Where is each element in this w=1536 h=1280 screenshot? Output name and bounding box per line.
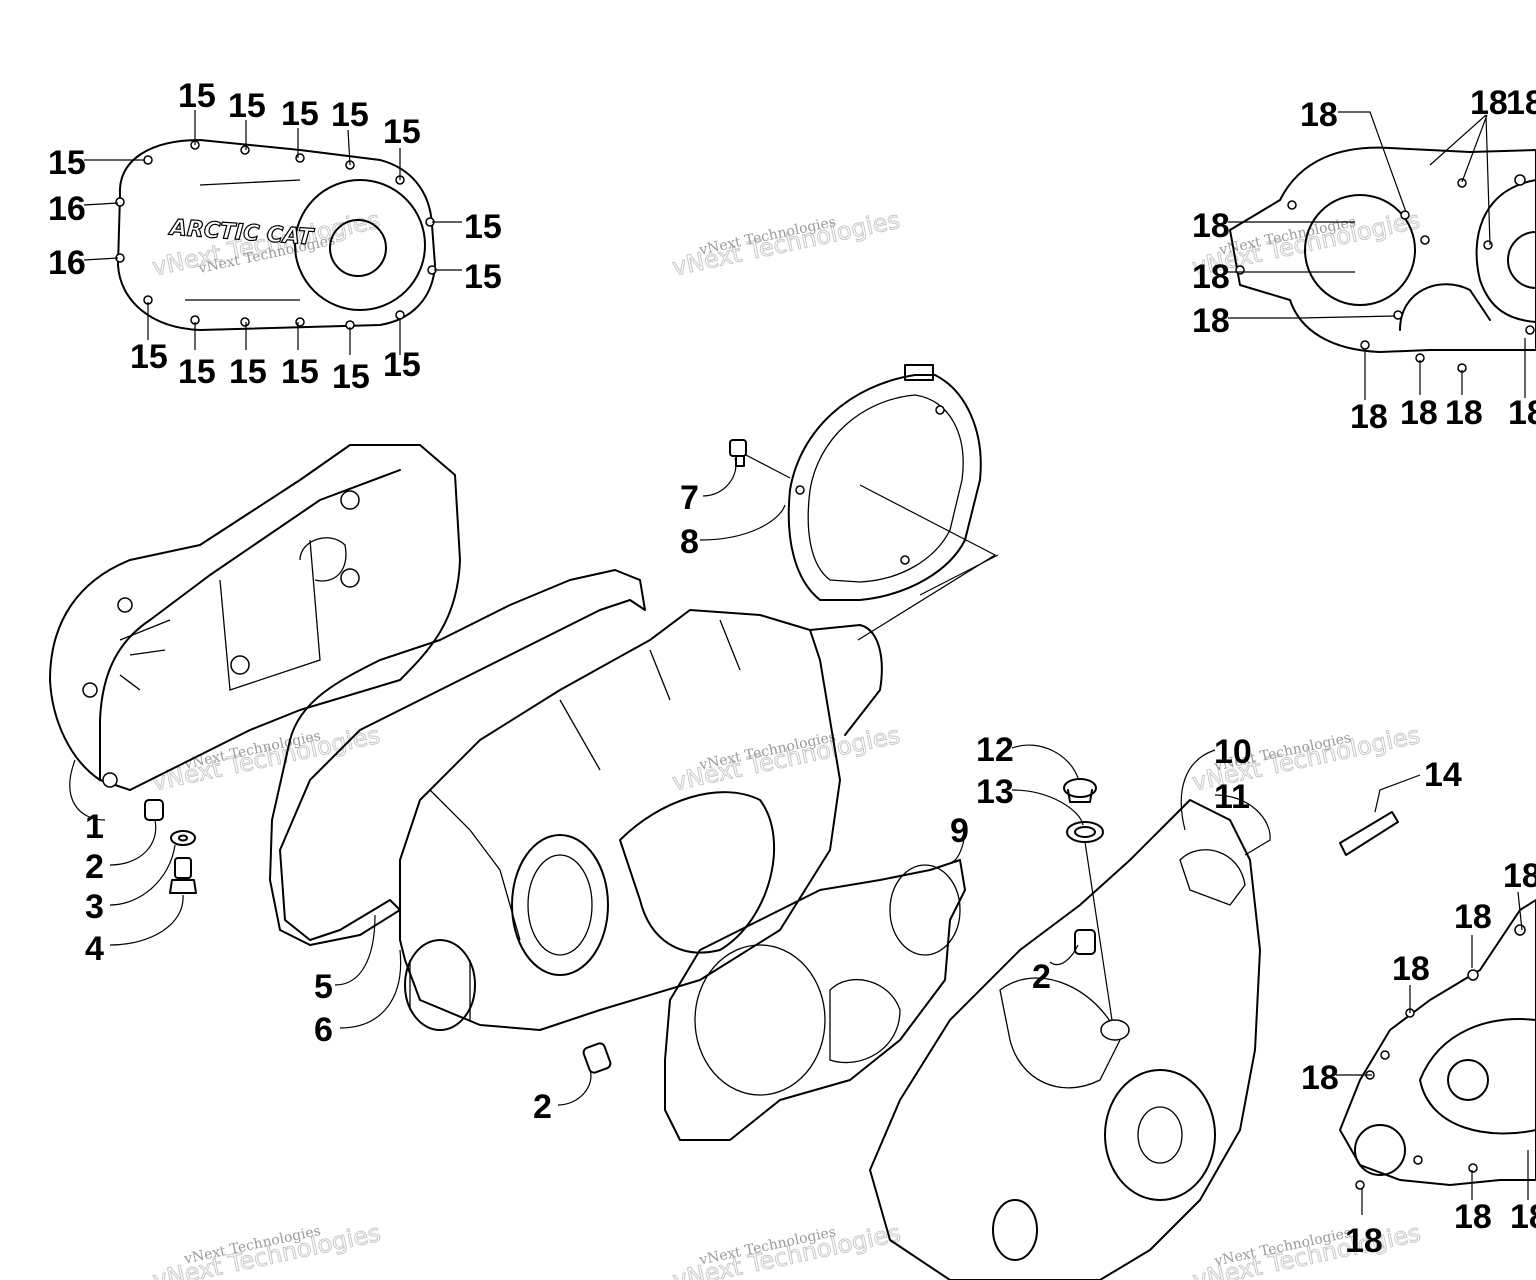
part-magneto-gasket xyxy=(664,859,966,1141)
part-plug xyxy=(1063,778,1097,803)
callout-16: 16 xyxy=(48,190,86,228)
callout-15: 15 xyxy=(383,113,421,151)
callout-4: 4 xyxy=(85,930,104,968)
callout-18: 18 xyxy=(1445,394,1483,432)
callout-12: 12 xyxy=(976,731,1014,769)
callout-1: 1 xyxy=(85,808,104,846)
callout-15: 15 xyxy=(332,358,370,396)
callout-18: 18 xyxy=(1350,398,1388,436)
callout-18: 18 xyxy=(1503,857,1536,895)
callout-15: 15 xyxy=(178,353,216,391)
callout-18: 18 xyxy=(1300,96,1338,134)
part-drain-plug xyxy=(169,857,197,894)
callout-18: 18 xyxy=(1192,207,1230,245)
callout-18: 18 xyxy=(1506,84,1536,122)
callout-15: 15 xyxy=(331,96,369,134)
part-cover-plate xyxy=(787,364,982,601)
callout-15: 15 xyxy=(383,346,421,384)
callout-15: 15 xyxy=(228,87,266,125)
outer-cover-front-view: ARCTIC CAT xyxy=(115,139,437,331)
callout-15: 15 xyxy=(281,95,319,133)
callout-15: 15 xyxy=(464,208,502,246)
callout-18: 18 xyxy=(1345,1222,1383,1260)
part-o-ring xyxy=(1066,821,1104,843)
callout-18: 18 xyxy=(1508,394,1536,432)
callout-18: 18 xyxy=(1301,1059,1339,1097)
callout-2: 2 xyxy=(533,1088,552,1126)
inner-cover-front-view xyxy=(1229,146,1536,373)
callout-2: 2 xyxy=(1032,958,1051,996)
callout-11: 11 xyxy=(1214,778,1250,816)
callout-15: 15 xyxy=(464,258,502,296)
callout-18: 18 xyxy=(1400,394,1438,432)
part-gasket xyxy=(269,569,646,946)
part-dowel-pin xyxy=(1074,929,1096,955)
magneto-cover-front-view xyxy=(1339,899,1536,1190)
part-magneto-cover xyxy=(869,799,1261,1280)
part-inner-clutch-cover xyxy=(399,609,883,1031)
gasket-opening xyxy=(694,944,826,1096)
callout-13: 13 xyxy=(976,773,1014,811)
gasket-opening xyxy=(889,864,961,956)
callout-18: 18 xyxy=(1192,302,1230,340)
part-screw xyxy=(729,439,791,479)
part-washer xyxy=(170,830,196,846)
callout-15: 15 xyxy=(281,353,319,391)
callout-14: 14 xyxy=(1424,756,1462,794)
part-dowel-pin xyxy=(582,1042,612,1074)
gasket-opening xyxy=(829,978,901,1064)
callout-15: 15 xyxy=(130,338,168,376)
callout-9: 9 xyxy=(950,812,969,850)
callout-15: 15 xyxy=(229,353,267,391)
callout-8: 8 xyxy=(680,523,699,561)
part-outer-clutch-cover xyxy=(49,444,461,791)
callout-10: 10 xyxy=(1214,733,1252,771)
part-dowel-pin xyxy=(144,799,164,821)
callout-18: 18 xyxy=(1454,898,1492,936)
part-decal xyxy=(1339,811,1399,856)
callout-2: 2 xyxy=(85,848,104,886)
callout-15: 15 xyxy=(48,144,86,182)
callout-6: 6 xyxy=(314,1011,333,1049)
callout-5: 5 xyxy=(314,968,333,1006)
callout-18: 18 xyxy=(1192,258,1230,296)
callouts: 15 15 15 15 15 15 16 16 15 15 15 15 15 1… xyxy=(48,77,1536,1260)
callout-16: 16 xyxy=(48,244,86,282)
callout-3: 3 xyxy=(85,888,104,926)
callout-15: 15 xyxy=(178,77,216,115)
callout-7: 7 xyxy=(680,479,699,517)
callout-18: 18 xyxy=(1454,1198,1492,1236)
callout-18: 18 xyxy=(1392,950,1430,988)
callout-18: 18 xyxy=(1470,84,1508,122)
leader-lines xyxy=(69,110,1529,1215)
callout-18: 18 xyxy=(1510,1198,1536,1236)
